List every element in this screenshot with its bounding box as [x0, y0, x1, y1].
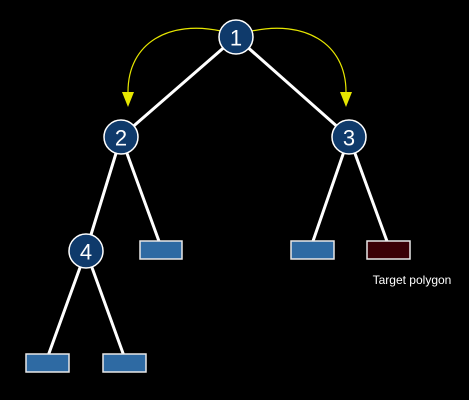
arrow-left-curve: [127, 27, 222, 93]
tree-edges: [46, 35, 390, 358]
target-polygon-caption: Target polygon: [373, 273, 452, 287]
edge-2-4: [84, 135, 123, 253]
edge-3-target: [347, 135, 390, 246]
node-circle: [331, 119, 367, 155]
leaf-polygon: [102, 353, 147, 373]
target-polygon: [366, 240, 411, 260]
edge-1-2: [119, 35, 238, 139]
tree-node: 3: [331, 119, 367, 155]
node-circle: [103, 119, 139, 155]
traversal-arrows: [122, 27, 352, 107]
arrow-left-head: [122, 92, 134, 107]
arrow-right-head: [340, 92, 352, 107]
leaf-polygon: [290, 240, 335, 260]
node-circle: [218, 19, 254, 55]
tree-node: 1: [218, 19, 254, 55]
leaf-polygons: [25, 240, 411, 373]
edge-4-leaf-right: [84, 249, 126, 358]
edge-2-leaf: [119, 135, 162, 246]
leaf-polygon: [25, 353, 70, 373]
node-label: 3: [343, 126, 355, 151]
node-label: 2: [115, 126, 127, 151]
tree-node: 2: [103, 119, 139, 155]
leaf-polygon: [139, 240, 183, 260]
edge-4-leaf-left: [46, 249, 88, 358]
tree-node: 4: [68, 233, 104, 269]
node-label: 1: [230, 26, 242, 51]
node-circle: [68, 233, 104, 269]
edge-1-3: [234, 35, 351, 139]
edge-3-leaf: [310, 135, 351, 246]
node-label: 4: [80, 240, 92, 265]
arrow-right-curve: [251, 27, 347, 93]
